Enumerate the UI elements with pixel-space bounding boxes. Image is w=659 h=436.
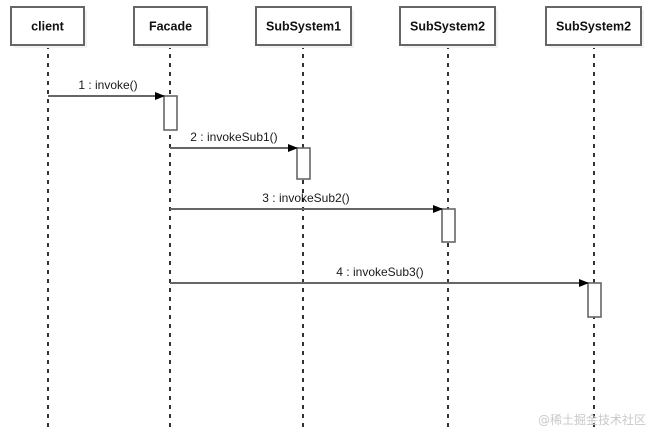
activations-group bbox=[163, 95, 602, 318]
participant-facade[interactable]: Facade bbox=[133, 6, 210, 48]
activation-bar-subsystem1[interactable] bbox=[296, 147, 311, 180]
participant-label: SubSystem2 bbox=[556, 19, 631, 33]
participant-label: SubSystem1 bbox=[266, 19, 341, 33]
message-4[interactable]: 4 : invokeSub3() bbox=[170, 265, 589, 287]
message-3[interactable]: 3 : invokeSub2() bbox=[170, 191, 443, 213]
message-2[interactable]: 2 : invokeSub1() bbox=[170, 130, 298, 152]
participant-client[interactable]: client bbox=[10, 6, 87, 48]
participant-box[interactable] bbox=[399, 6, 496, 46]
message-label-1: 1 : invoke() bbox=[78, 78, 137, 92]
participant-subsystem2a[interactable]: SubSystem2 bbox=[399, 6, 498, 48]
activation-bar-subsystem2b[interactable] bbox=[587, 282, 602, 318]
participant-subsystem2b[interactable]: SubSystem2 bbox=[545, 6, 644, 48]
message-label-3: 3 : invokeSub2() bbox=[262, 191, 349, 205]
message-label-4: 4 : invokeSub3() bbox=[336, 265, 423, 279]
watermark-text: @稀土掘金技术社区 bbox=[538, 412, 646, 427]
activation-bar-facade[interactable] bbox=[163, 95, 178, 131]
participant-box[interactable] bbox=[10, 6, 85, 46]
participant-subsystem1[interactable]: SubSystem1 bbox=[255, 6, 354, 48]
lifelines-group bbox=[47, 45, 595, 428]
message-label-2: 2 : invokeSub1() bbox=[190, 130, 277, 144]
participant-box[interactable] bbox=[545, 6, 642, 46]
participant-label: SubSystem2 bbox=[410, 19, 485, 33]
message-1[interactable]: 1 : invoke() bbox=[48, 78, 165, 100]
activation-bar-subsystem2a[interactable] bbox=[441, 208, 456, 243]
messages-group: 1 : invoke() 2 : invokeSub1() 3 : invokeSu… bbox=[48, 78, 589, 287]
participant-box[interactable] bbox=[133, 6, 208, 46]
participant-label: client bbox=[31, 19, 64, 33]
participants-group: client Facade SubSystem1 SubSystem2 SubSyste… bbox=[10, 6, 644, 48]
participant-label: Facade bbox=[149, 19, 192, 33]
participant-box[interactable] bbox=[255, 6, 352, 46]
